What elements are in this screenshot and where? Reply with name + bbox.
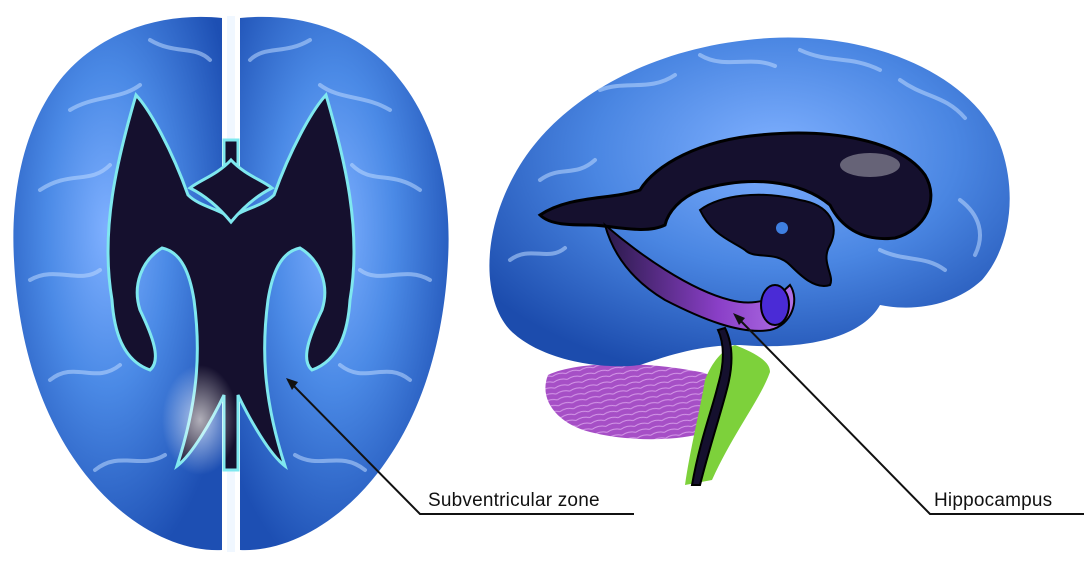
ventricle-highlight bbox=[840, 153, 900, 177]
hippocampus-tail bbox=[761, 285, 789, 325]
interthalamic-adhesion bbox=[776, 222, 788, 234]
hippocampus-label: Hippocampus bbox=[934, 490, 1052, 512]
brain-top-view bbox=[13, 16, 448, 552]
subventricular-zone-label: Subventricular zone bbox=[428, 490, 600, 512]
svz-glow bbox=[162, 365, 238, 475]
brain-side-view bbox=[489, 37, 1009, 485]
